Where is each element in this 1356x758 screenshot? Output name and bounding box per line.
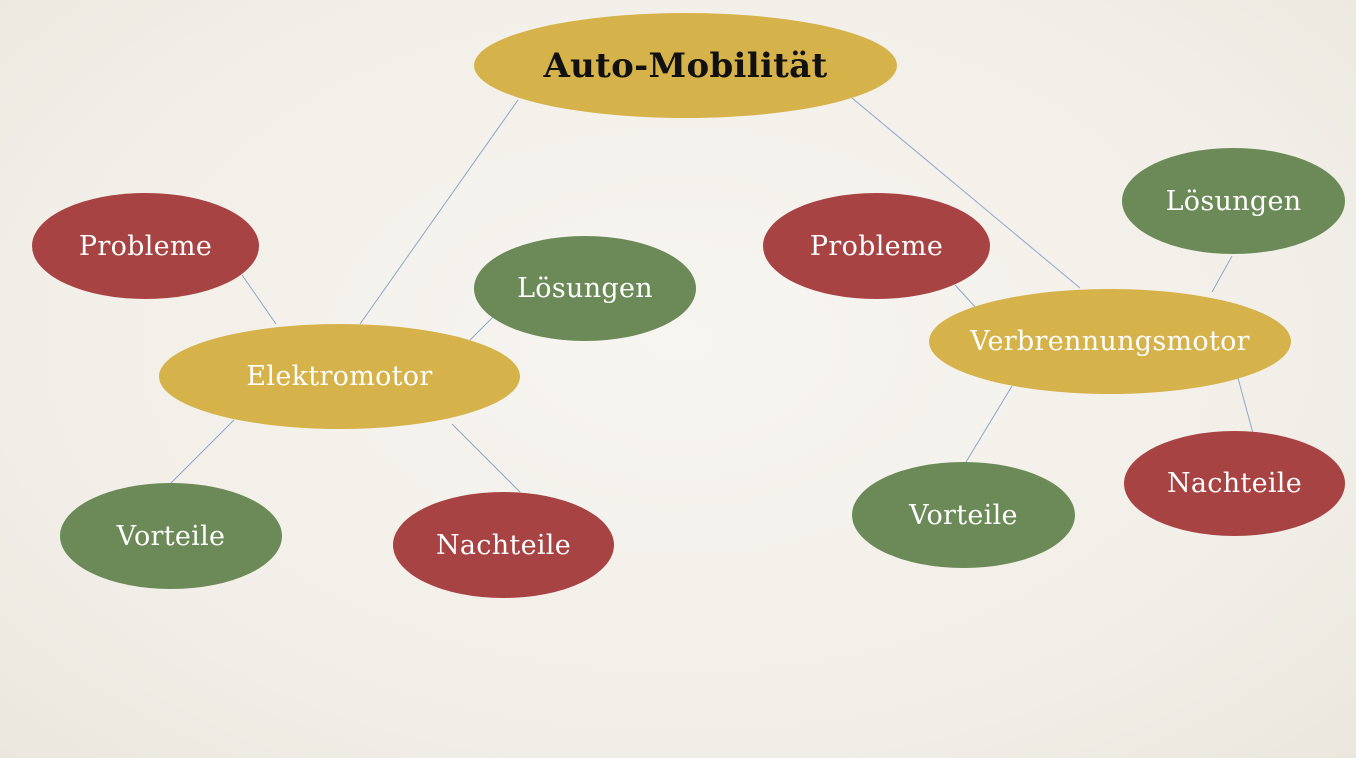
verbrennungsmotor-vorteile-node: Vorteile: [852, 462, 1075, 568]
verbrennungsmotor-probleme-label: Probleme: [809, 230, 944, 262]
elektromotor-loesungen-label: Lösungen: [517, 273, 653, 304]
elektromotor-probleme-node: Probleme: [32, 193, 259, 299]
elektromotor-nachteile-node: Nachteile: [393, 492, 614, 598]
elektromotor-nachteile-label: Nachteile: [435, 529, 571, 561]
verbrennungsmotor-loesungen-label: Lösungen: [1165, 185, 1302, 217]
connector-elektromotor-nachteile: [451, 423, 521, 493]
connector-root-verbrennungsmotor: [851, 97, 1081, 289]
elektromotor-node-label: Elektromotor: [246, 361, 433, 392]
connector-root-elektromotor: [359, 99, 519, 325]
connector-elektromotor-probleme: [241, 274, 277, 325]
connector-verbrennungsmotor-loesungen: [1211, 255, 1233, 293]
elektromotor-loesungen-node: Lösungen: [474, 236, 696, 341]
elektromotor-vorteile-label: Vorteile: [116, 520, 226, 552]
elektromotor-node: Elektromotor: [159, 324, 520, 429]
verbrennungsmotor-loesungen-node: Lösungen: [1122, 148, 1345, 254]
connector-verbrennungsmotor-nachteile: [1237, 377, 1255, 438]
root-node: Auto-Mobilität: [474, 13, 897, 118]
root-node-label: Auto-Mobilität: [543, 45, 828, 86]
verbrennungsmotor-node: Verbrennungsmotor: [929, 289, 1291, 394]
verbrennungsmotor-vorteile-label: Vorteile: [909, 499, 1018, 531]
connector-verbrennungsmotor-vorteile: [965, 385, 1013, 463]
elektromotor-probleme-label: Probleme: [78, 230, 213, 262]
verbrennungsmotor-nachteile-label: Nachteile: [1166, 468, 1302, 499]
verbrennungsmotor-probleme-node: Probleme: [763, 193, 990, 299]
connector-elektromotor-vorteile: [169, 419, 235, 485]
elektromotor-vorteile-node: Vorteile: [60, 483, 282, 589]
verbrennungsmotor-node-label: Verbrennungsmotor: [970, 326, 1250, 357]
verbrennungsmotor-nachteile-node: Nachteile: [1124, 431, 1345, 536]
